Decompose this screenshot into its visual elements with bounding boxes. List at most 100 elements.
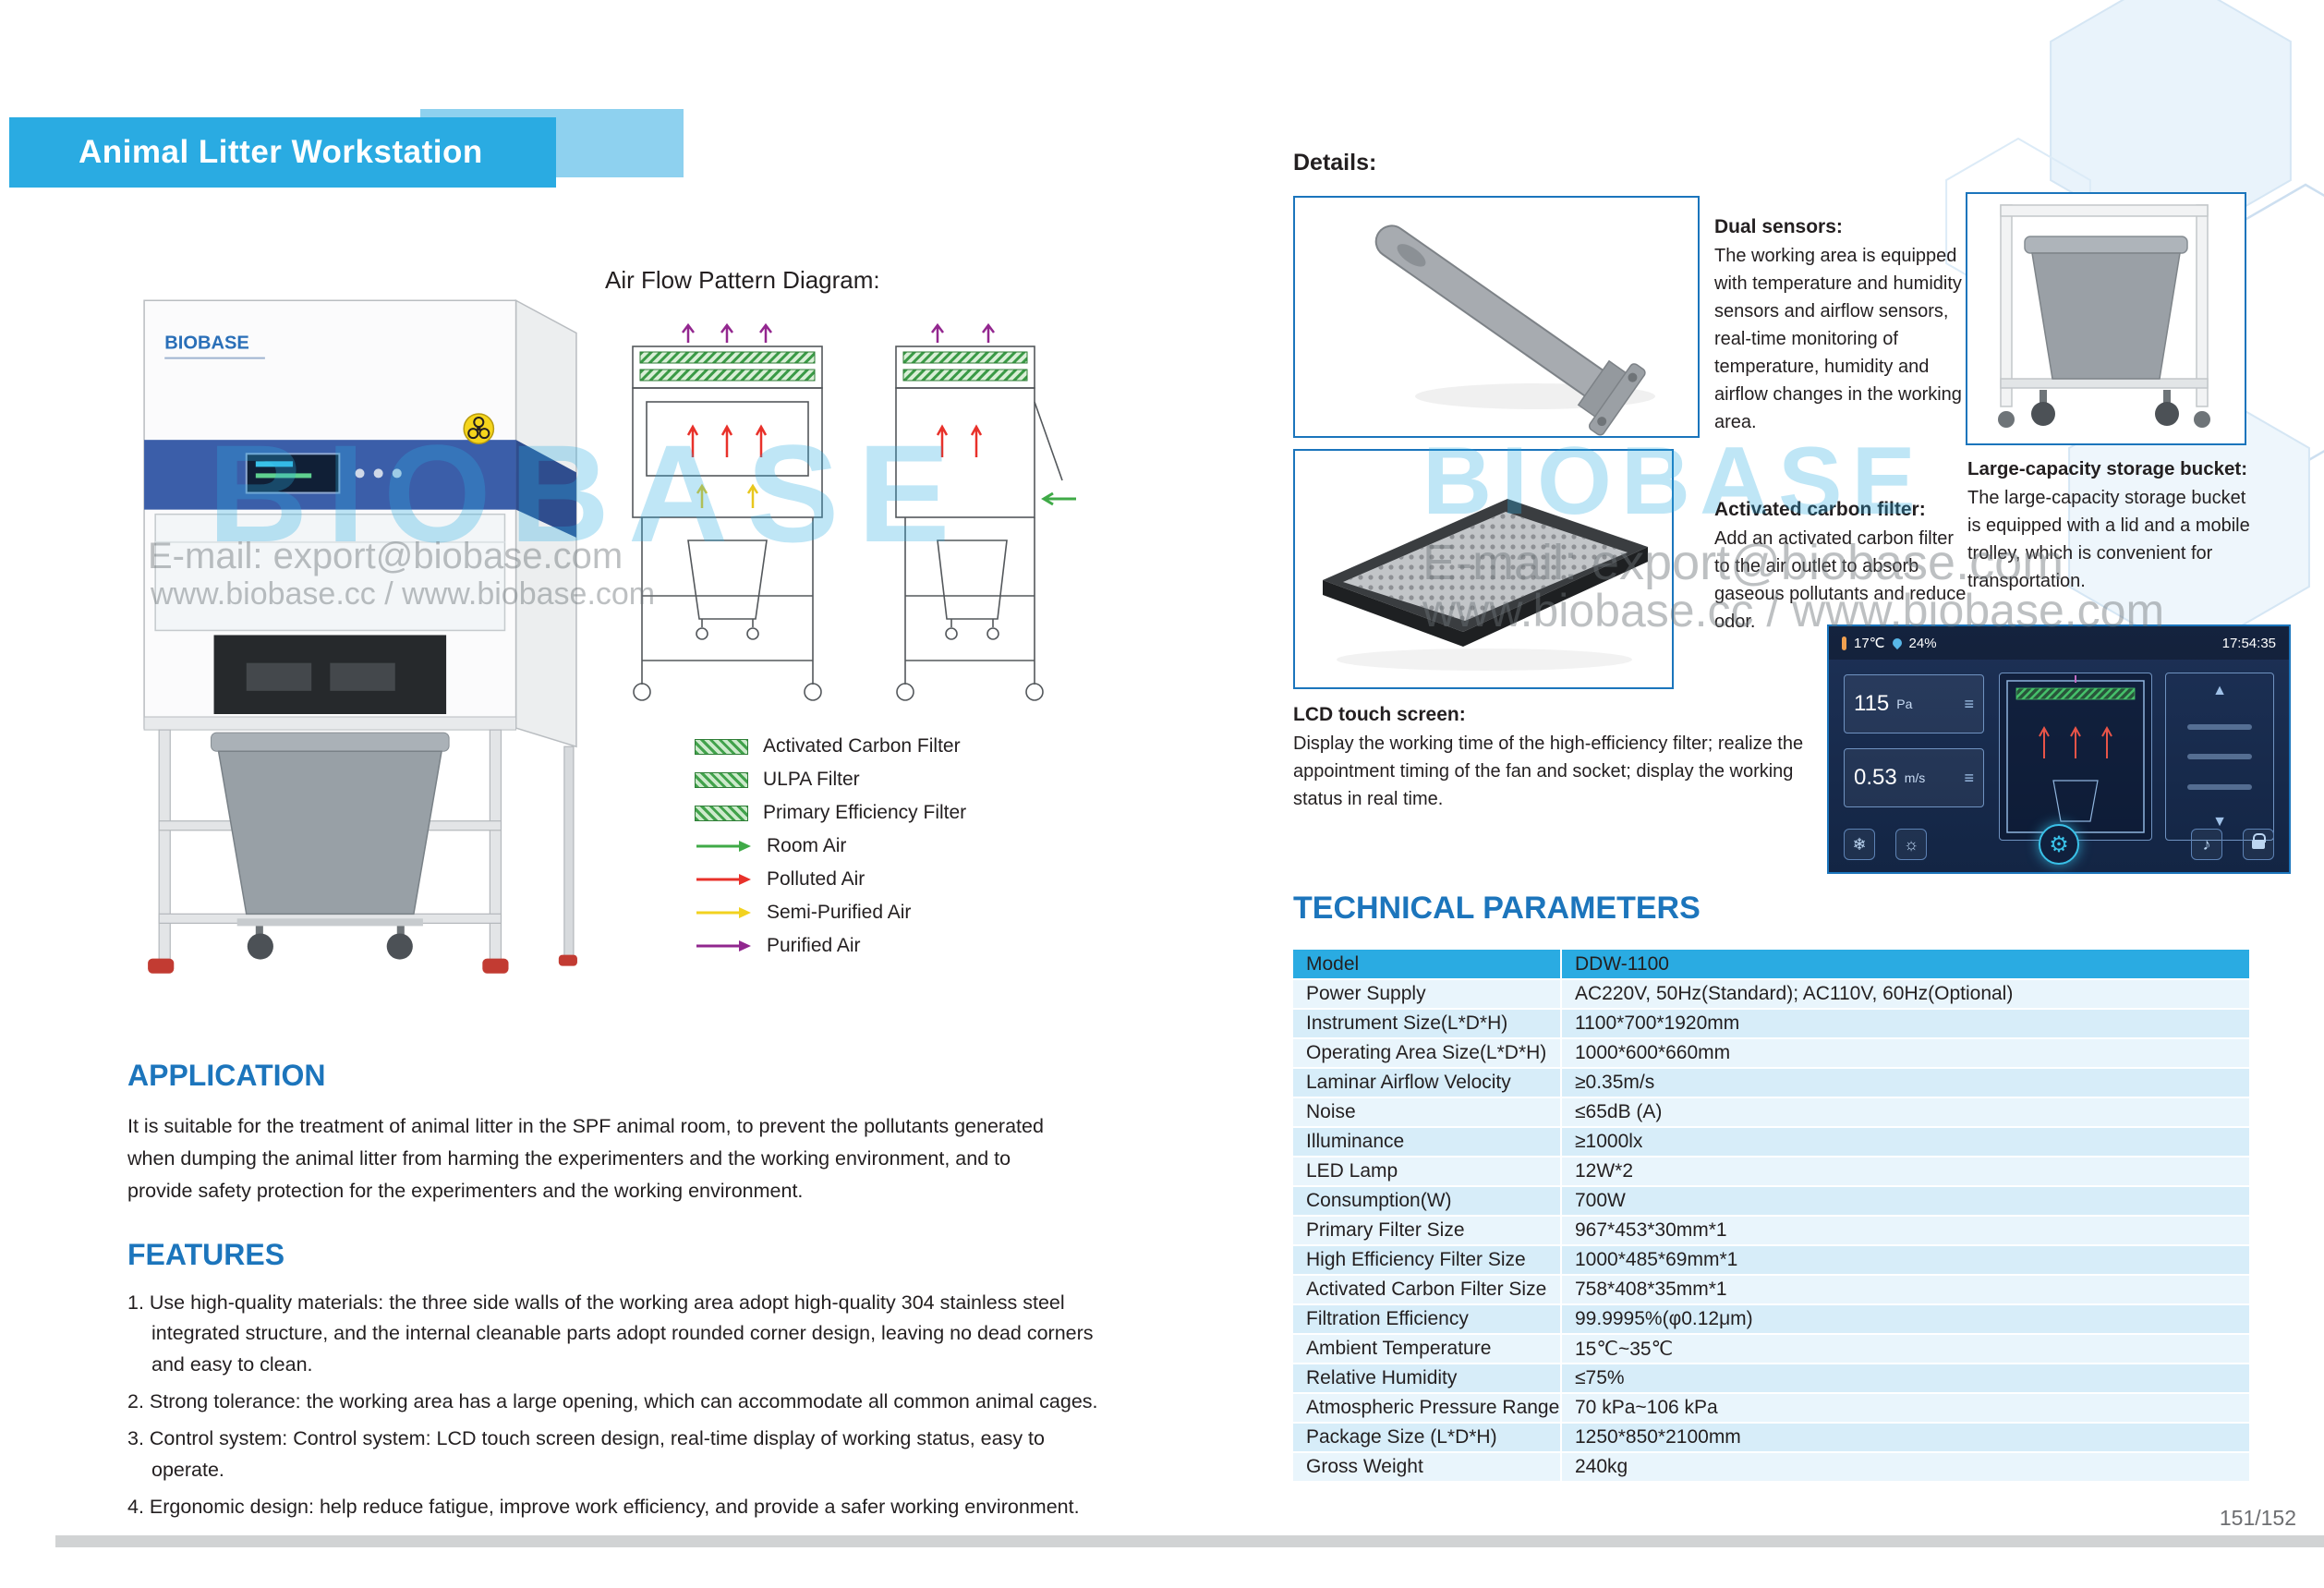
menu-icon: ≡	[1964, 768, 1974, 787]
thermometer-icon	[1842, 636, 1846, 650]
pressure-unit: Pa	[1896, 697, 1913, 711]
fan-icon: ❄	[1844, 829, 1875, 860]
legend-item: Activated Carbon Filter	[695, 730, 966, 763]
dual-sensor-caption: Dual sensors: The working area is equipp…	[1714, 216, 1968, 436]
sensor-illustration	[1374, 224, 1655, 436]
legend-label: Primary Efficiency Filter	[763, 802, 967, 823]
gear-icon: ⚙	[2039, 824, 2079, 865]
technical-parameters-table: Model DDW-1100 Power Supply AC220V, 50Hz…	[1293, 950, 2249, 1483]
table-row: Illuminance ≥1000lx	[1293, 1127, 2249, 1158]
carbon-filter-image	[1293, 449, 1674, 689]
table-row: Model DDW-1100	[1293, 950, 2249, 980]
ulpa-filter-swatch-icon	[695, 771, 748, 788]
application-heading: APPLICATION	[127, 1059, 326, 1092]
table-row: Noise ≤65dB (A)	[1293, 1097, 2249, 1128]
caption-title: LCD touch screen:	[1293, 704, 1466, 725]
param-value: 240kg	[1561, 1452, 2249, 1483]
param-value: 700W	[1561, 1186, 2249, 1217]
table-row: Gross Weight 240kg	[1293, 1452, 2249, 1483]
param-label: Package Size (L*D*H)	[1293, 1423, 1562, 1453]
caster-wheel	[896, 683, 914, 701]
caster-wheel	[386, 933, 413, 960]
legend-item: ULPA Filter	[695, 763, 966, 796]
feature-item: 3. Control system: Control system: LCD t…	[127, 1427, 1045, 1481]
param-value: 967*453*30mm*1	[1561, 1216, 2249, 1246]
details-heading: Details:	[1293, 150, 1377, 176]
technical-parameters-heading: TECHNICAL PARAMETERS	[1293, 891, 1701, 926]
caster-wheel	[1025, 683, 1044, 701]
param-label: Model	[1293, 950, 1562, 980]
param-label: Laminar Airflow Velocity	[1293, 1068, 1562, 1098]
param-label: Consumption(W)	[1293, 1186, 1562, 1217]
caster-wheel	[2194, 411, 2210, 428]
product-image: BIOBASE	[143, 298, 577, 974]
bucket-illustration	[1998, 204, 2210, 428]
feature-item: 2. Strong tolerance: the working area ha…	[127, 1389, 1098, 1412]
table-row: Instrument Size(L*D*H) 1100*700*1920mm	[1293, 1009, 2249, 1039]
filter-illustration	[1323, 499, 1648, 671]
param-label: Instrument Size(L*D*H)	[1293, 1009, 1562, 1039]
caption-title: Large-capacity storage bucket:	[1967, 458, 2248, 479]
caption-body: Add an activated carbon filter to the ai…	[1714, 528, 1967, 632]
param-label: Atmospheric Pressure Range	[1293, 1393, 1562, 1424]
table-row: LED Lamp 12W*2	[1293, 1157, 2249, 1187]
table-row: Package Size (L*D*H) 1250*850*2100mm	[1293, 1423, 2249, 1453]
table-row: Atmospheric Pressure Range 70 kPa~106 kP…	[1293, 1393, 2249, 1424]
storage-bucket-caption: Large-capacity storage bucket: The large…	[1967, 458, 2256, 595]
airflow-legend: Activated Carbon Filter ULPA Filter Prim…	[695, 730, 966, 963]
pressure-value: 115	[1854, 691, 1890, 716]
param-label: LED Lamp	[1293, 1157, 1562, 1187]
caption-title: Activated carbon filter:	[1714, 499, 1926, 520]
product-brand-label: BIOBASE	[164, 333, 249, 354]
param-label: High Efficiency Filter Size	[1293, 1245, 1562, 1276]
param-value: ≤65dB (A)	[1561, 1097, 2249, 1128]
caster-wheel	[2031, 402, 2055, 426]
legend-label: Purified Air	[767, 935, 861, 956]
param-label: Filtration Efficiency	[1293, 1304, 1562, 1335]
page-title: Animal Litter Workstation	[79, 134, 483, 170]
semi-purified-air-arrows	[696, 483, 759, 508]
menu-icon: ≡	[1964, 694, 1974, 713]
param-label: Illuminance	[1293, 1127, 1562, 1158]
purified-air-arrow-icon	[696, 940, 751, 952]
caster-wheel	[746, 627, 759, 640]
biohazard-icon	[463, 413, 495, 444]
filter-layer	[639, 369, 816, 382]
table-row: Ambient Temperature 15℃~35℃	[1293, 1334, 2249, 1364]
param-label: Primary Filter Size	[1293, 1216, 1562, 1246]
legend-item: Polluted Air	[695, 863, 966, 896]
param-value: 1100*700*1920mm	[1561, 1009, 2249, 1039]
table-row: Filtration Efficiency 99.9995%(φ0.12μm)	[1293, 1304, 2249, 1335]
airflow-diagram-title: Air Flow Pattern Diagram:	[605, 266, 880, 294]
footer-divider	[55, 1535, 2324, 1547]
table-row: Primary Filter Size 967*453*30mm*1	[1293, 1216, 2249, 1246]
table-row: Consumption(W) 700W	[1293, 1186, 2249, 1217]
param-value: 15℃~35℃	[1561, 1334, 2249, 1364]
caster-wheel	[2155, 402, 2179, 426]
purified-air-arrows	[682, 322, 772, 343]
arrow-down-icon: ▼	[2212, 814, 2227, 830]
legend-item: Semi-Purified Air	[695, 896, 966, 929]
caster-wheel	[804, 683, 822, 701]
speaker-icon: ♪	[2191, 829, 2222, 860]
pressure-readout: 115 Pa ≡	[1844, 674, 1984, 733]
title-banner: Animal Litter Workstation	[9, 117, 556, 188]
caption-title: Dual sensors:	[1714, 216, 1843, 237]
caster-wheel	[633, 683, 651, 701]
legend-label: Polluted Air	[767, 868, 865, 890]
caster-wheel	[1998, 411, 2015, 428]
airflow-unit: m/s	[1904, 770, 1926, 785]
polluted-air-arrows	[686, 424, 768, 457]
lcd-caption: LCD touch screen: Display the working ti…	[1293, 704, 1834, 813]
table-row: Activated Carbon Filter Size 758*408*35m…	[1293, 1275, 2249, 1305]
legend-label: ULPA Filter	[763, 769, 860, 790]
carbon-filter-caption: Activated carbon filter: Add an activate…	[1714, 499, 1968, 636]
param-value: 1250*850*2100mm	[1561, 1423, 2249, 1453]
polluted-air-arrows	[936, 424, 983, 457]
filter-layer	[902, 351, 1028, 364]
control-panel	[144, 440, 576, 538]
param-label: Gross Weight	[1293, 1452, 1562, 1483]
table-row: High Efficiency Filter Size 1000*485*69m…	[1293, 1245, 2249, 1276]
param-label: Ambient Temperature	[1293, 1334, 1562, 1364]
